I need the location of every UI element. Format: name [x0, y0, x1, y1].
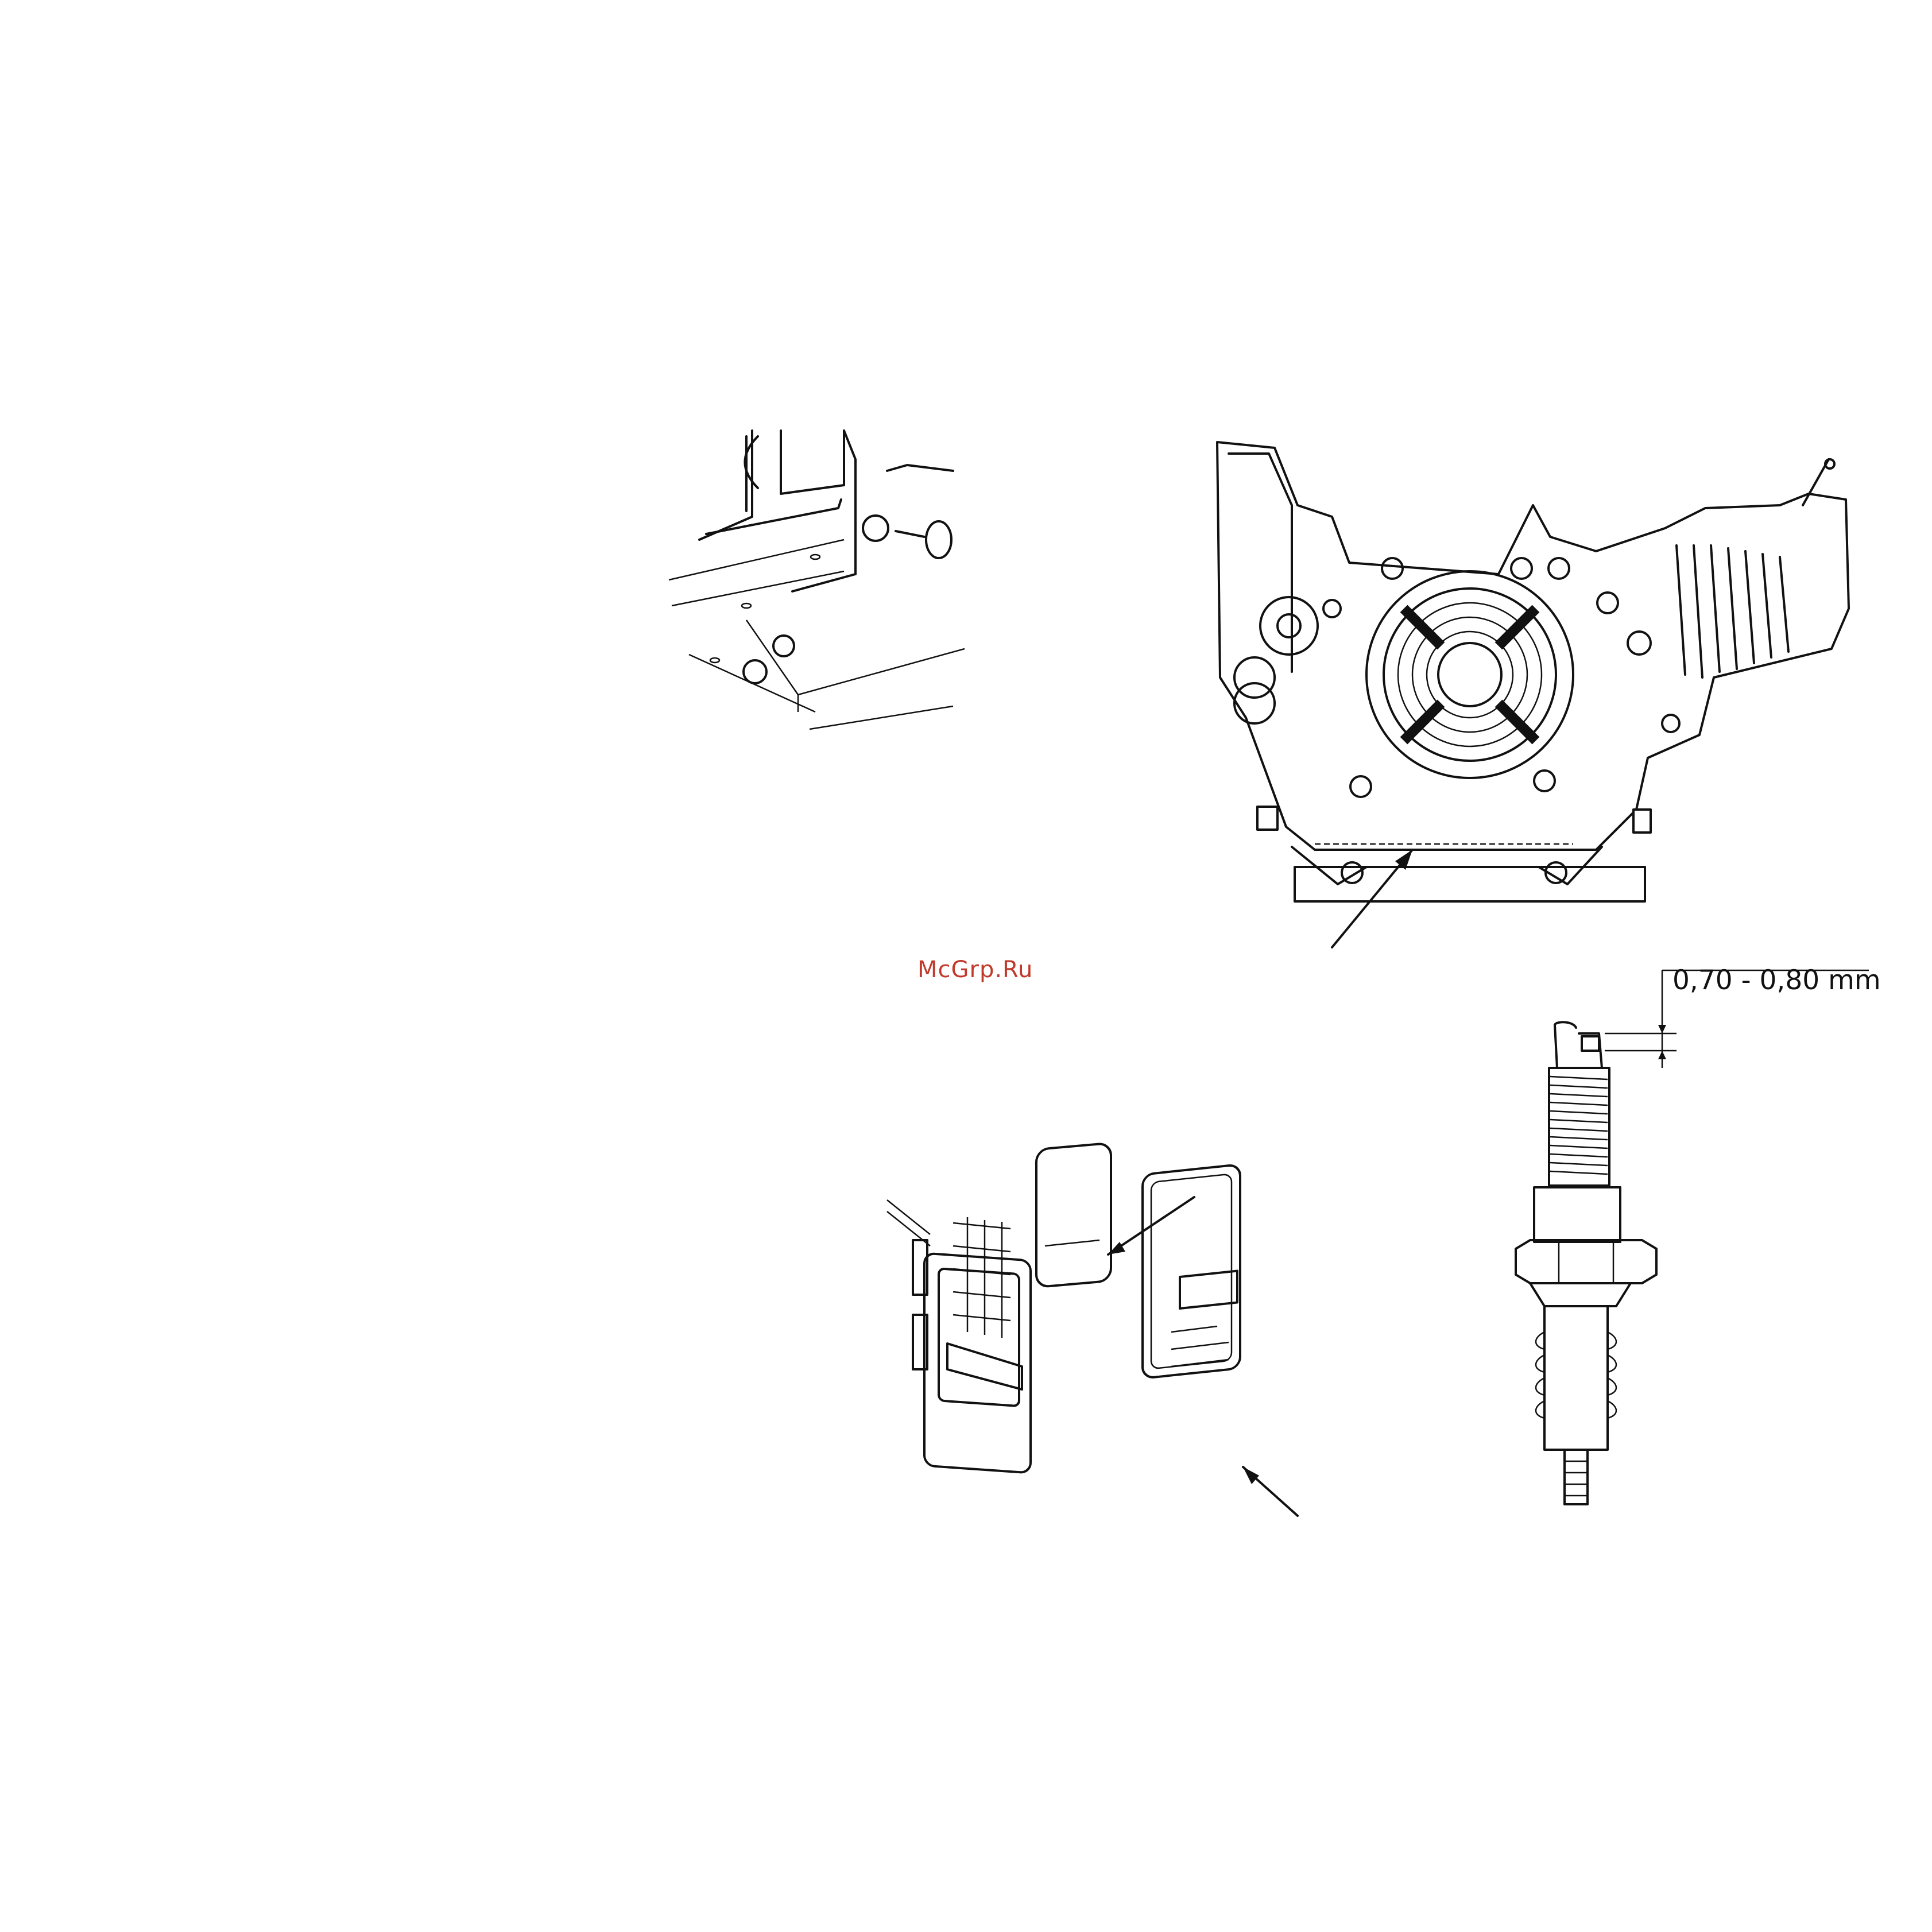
- spark-plug-gap-label: 0,70 - 0,80 mm: [1672, 965, 1881, 996]
- spark-plug-icon: [1516, 970, 1869, 1504]
- watermark: McGrp.Ru: [917, 957, 1033, 983]
